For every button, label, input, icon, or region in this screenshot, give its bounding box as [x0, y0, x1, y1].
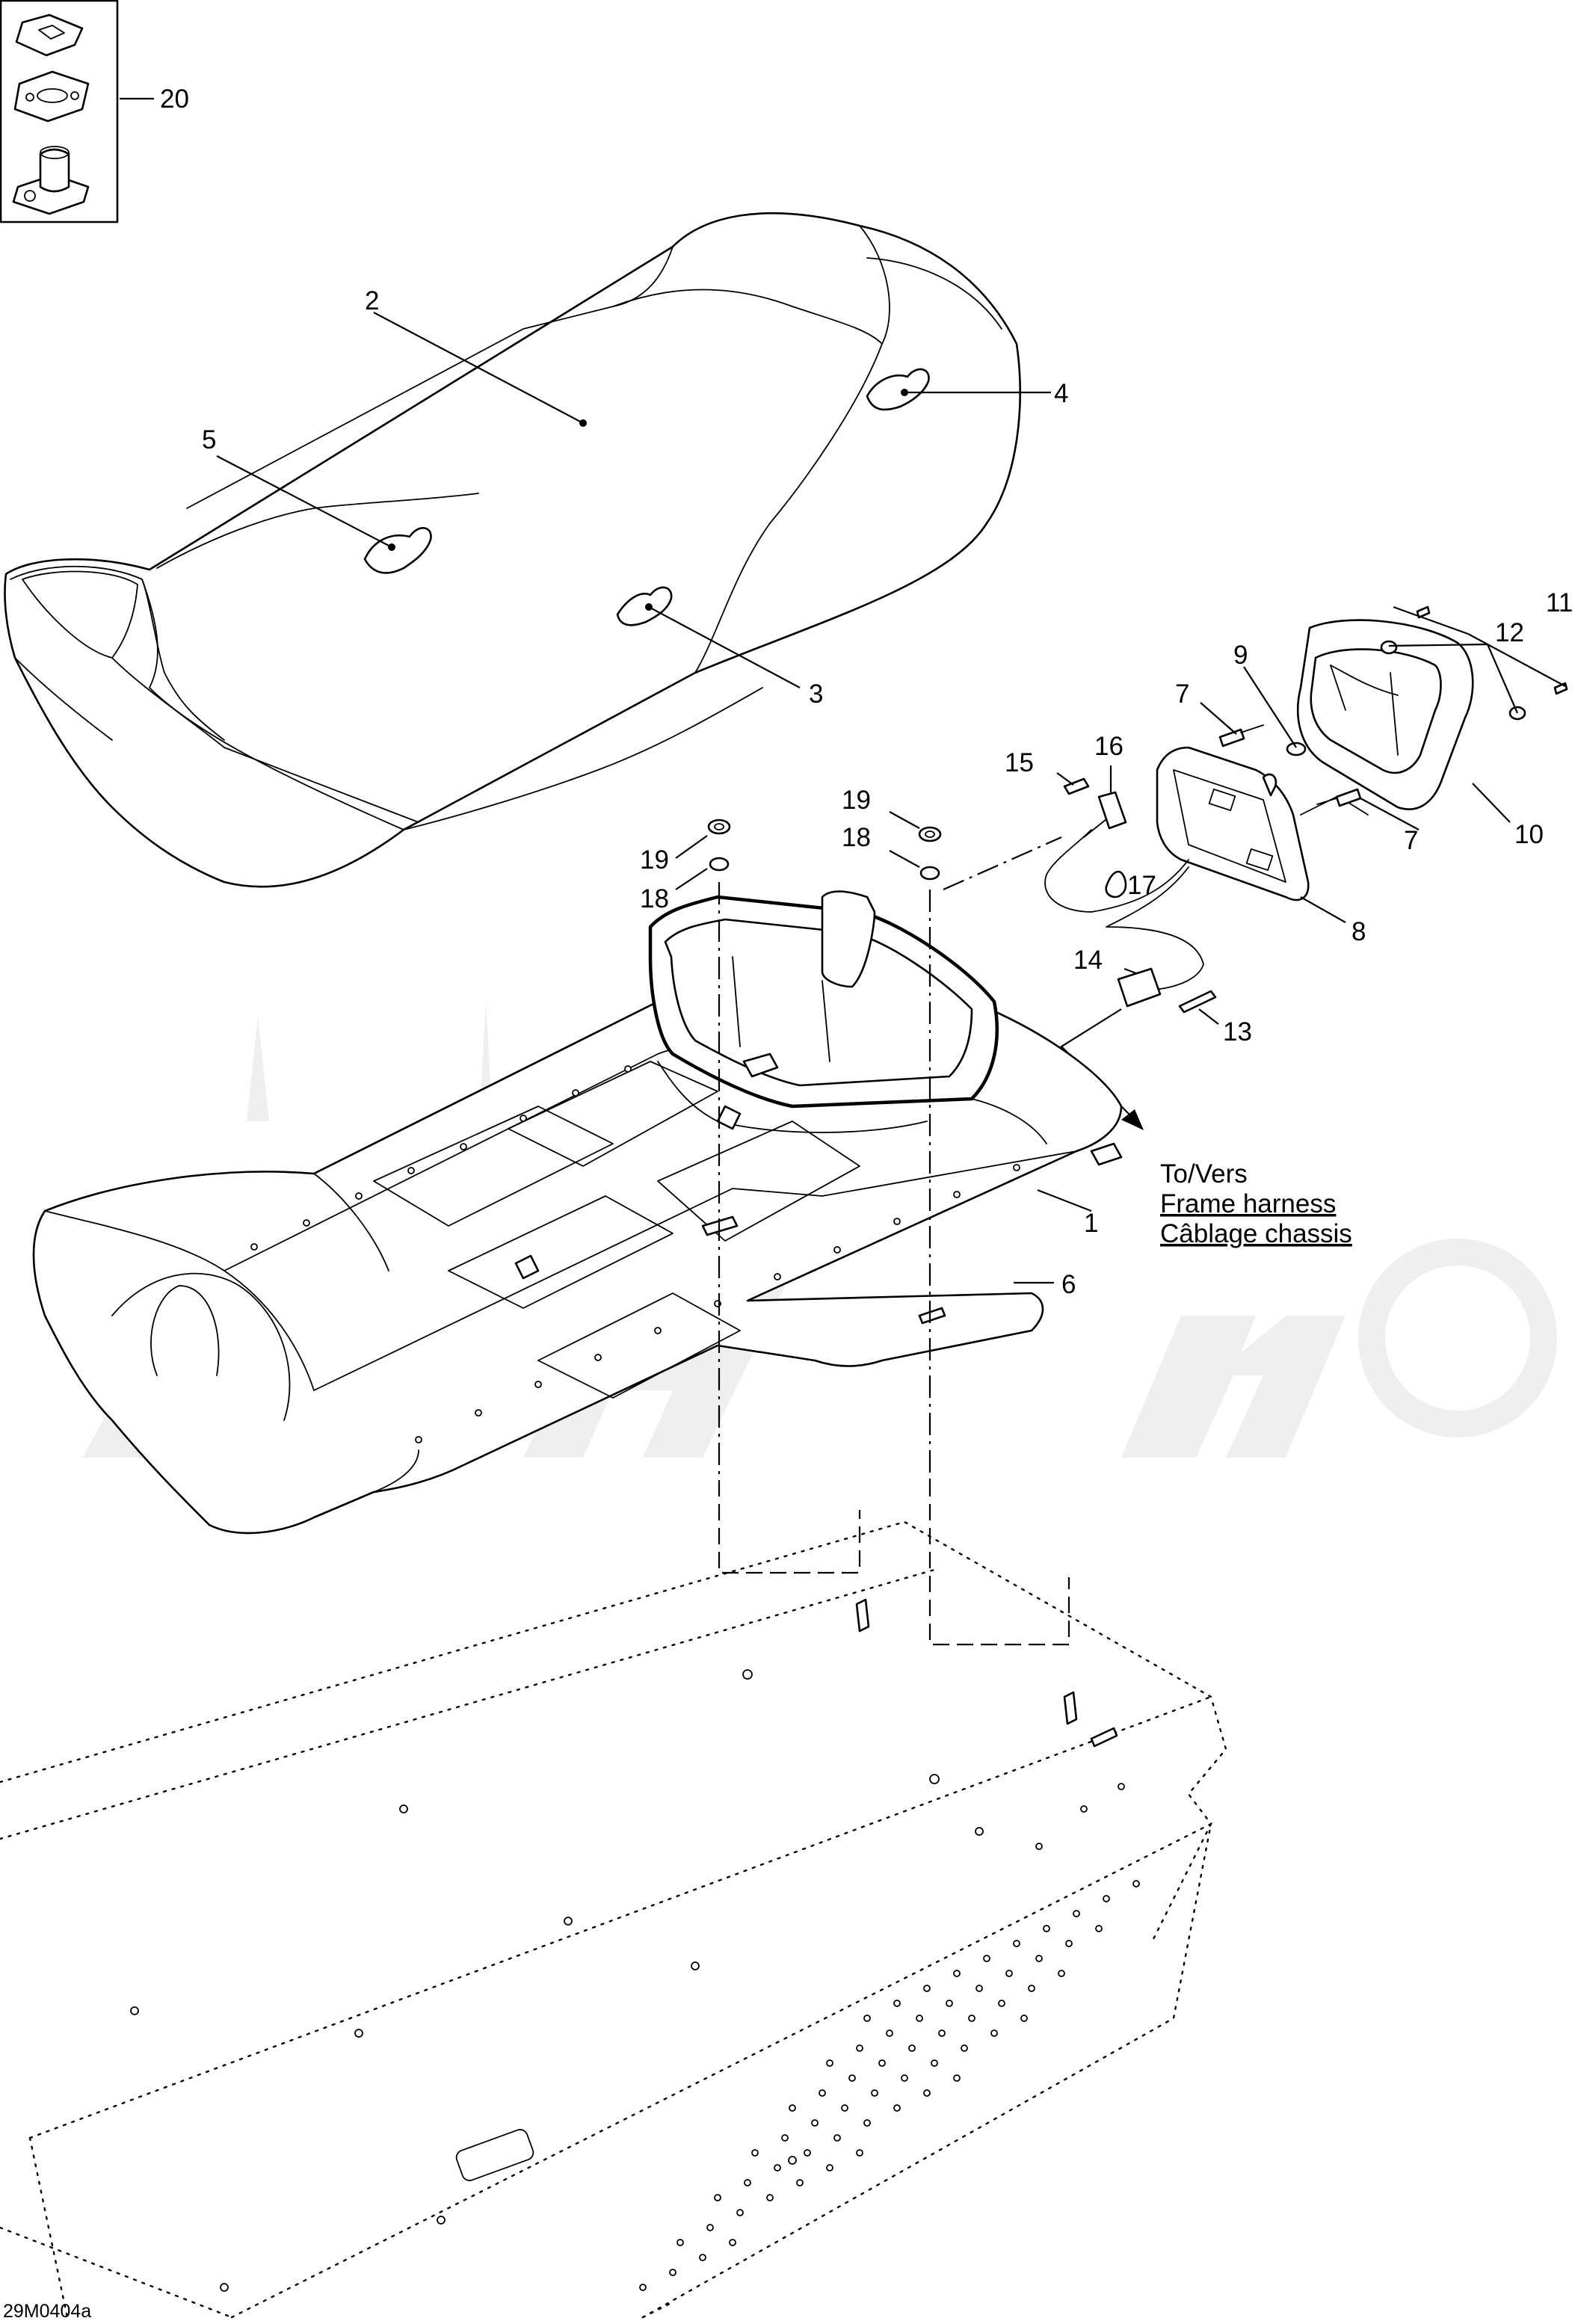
callout-19a: 19 — [640, 845, 669, 875]
callout-11: 11 — [1546, 588, 1573, 617]
footrest-perforations — [639, 1880, 1140, 2291]
taillight-assembly — [1044, 605, 1568, 1014]
callout-16: 16 — [1094, 732, 1124, 761]
callout-2: 2 — [365, 286, 379, 315]
callout-7b: 7 — [1404, 826, 1418, 855]
callout-1: 1 — [1084, 1209, 1098, 1238]
callout-7a: 7 — [1175, 679, 1189, 709]
chassis-tunnel — [0, 1520, 1227, 2319]
callout-6: 6 — [1061, 1270, 1076, 1299]
seat — [4, 212, 1022, 888]
callout-12: 12 — [1495, 618, 1524, 647]
callout-10: 10 — [1514, 820, 1544, 849]
callout-9: 9 — [1233, 641, 1248, 670]
callout-17: 17 — [1127, 871, 1156, 900]
callout-14: 14 — [1073, 946, 1103, 975]
callout-18a: 18 — [640, 884, 669, 913]
harness-note-line2: Frame harness — [1160, 1189, 1336, 1218]
callout-18b: 18 — [842, 823, 871, 852]
callout-5: 5 — [202, 425, 216, 454]
callout-4: 4 — [1054, 379, 1068, 408]
callout-20: 20 — [160, 84, 189, 114]
harness-note-line3: Câblage chassis — [1160, 1219, 1352, 1248]
drawing-code: 29M0404a — [3, 2301, 91, 2322]
callout-19b: 19 — [842, 786, 871, 815]
callout-13: 13 — [1223, 1017, 1252, 1047]
fasteners-18-19 — [707, 819, 942, 881]
callout-15: 15 — [1005, 748, 1034, 777]
harness-note-line1: To/Vers — [1160, 1159, 1248, 1189]
callout-3: 3 — [809, 679, 823, 709]
callout-8: 8 — [1351, 917, 1366, 946]
seat-base — [32, 890, 1123, 1535]
inset-box-part-20 — [0, 0, 119, 224]
